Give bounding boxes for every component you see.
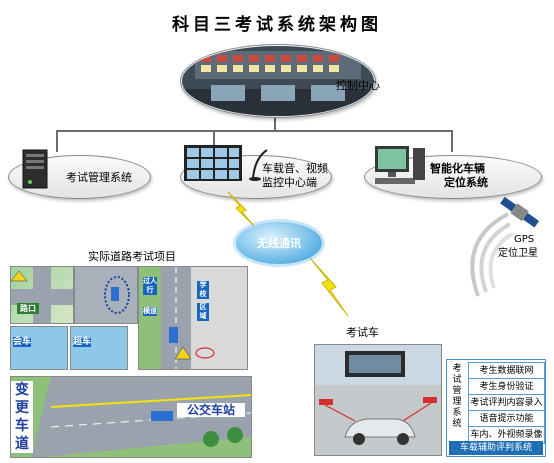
road-panel-overtake: 超车 <box>70 326 128 370</box>
lane-change-char-2: 更 <box>11 399 33 417</box>
wireless-cloud <box>236 222 322 264</box>
onboard-judging-system: 考试管理系统 考生数据联网 考生身份验证 考试评判内容录入 语音提示功能 车内、… <box>446 359 546 457</box>
system-footer-label: 车载辅助评判系统 <box>449 441 543 455</box>
intersection-sign-label: 路口 <box>17 303 39 314</box>
diagram-title: 科目三考试系统架构图 <box>172 15 382 35</box>
school-sign-label-line2: 区域 <box>197 303 209 321</box>
control-center-node <box>180 44 376 118</box>
lane-change-road <box>31 377 251 457</box>
onboard-monitoring-label-line2: 监控中心端 <box>262 176 317 189</box>
lane-change-char-1: 变 <box>11 381 33 399</box>
lightning-icon-bottom <box>309 257 349 317</box>
gps-signal-waves <box>470 212 514 297</box>
road-panel-lane-change: 变 更 车 道 公交车站 <box>10 376 252 458</box>
microphone-icon <box>249 149 268 181</box>
onboard-monitoring-node <box>180 145 332 199</box>
control-center-label: 控制中心 <box>336 79 380 92</box>
gps-label-line2: 定位卫星 <box>498 248 538 259</box>
control-room-picture <box>182 46 374 116</box>
intersection-road <box>11 267 73 323</box>
bus-stop-sign-label: 公交车站 <box>177 403 245 417</box>
road-panel-meeting: 会车 <box>10 326 68 370</box>
school-sign-label-line1: 学校 <box>197 281 209 299</box>
pedestrian-sign-label-line1: 过人行 <box>143 277 157 295</box>
server-icon <box>22 149 48 189</box>
gps-label-line1: GPS <box>514 234 535 245</box>
road-panel-intersection: 路口 <box>10 266 74 324</box>
vehicle-positioning-label-line1: 智能化车辆 <box>430 162 485 175</box>
onboard-monitoring-label-line1: 车载音、视频 <box>262 162 328 175</box>
road-test-title: 实际道路考试项目 <box>88 250 176 263</box>
lane-change-char-3: 车 <box>11 417 33 435</box>
overtake-sign-label: 超车 <box>73 337 92 347</box>
exam-management-label: 考试管理系统 <box>66 171 132 184</box>
connector-left-drop <box>56 130 58 152</box>
road-panel-school: 过人行 横道 学校 区域 <box>138 266 248 370</box>
lane-change-char-4: 道 <box>11 435 33 453</box>
wireless-label: 无线通讯 <box>257 237 301 250</box>
crossing-road <box>75 267 137 323</box>
connector-center-vertical <box>274 116 276 130</box>
computer-icon <box>375 146 425 184</box>
satellite-icon <box>500 196 540 228</box>
video-wall-icon <box>184 145 242 181</box>
pedestrian-sign-label-line2: 横道 <box>143 307 157 316</box>
road-panel-crossing <box>74 266 138 324</box>
connector-horizontal-bus <box>56 130 453 132</box>
exam-management-node <box>8 149 151 199</box>
connector-right-drop <box>451 130 453 152</box>
vehicle-positioning-label-line2: 定位系统 <box>444 176 488 189</box>
meeting-sign-label: 会车 <box>13 337 32 347</box>
vehicle-positioning-node <box>364 146 542 199</box>
exam-car-scene <box>315 345 441 455</box>
system-side-label: 考试管理系统 <box>452 364 462 429</box>
exam-car-photo <box>314 344 442 456</box>
connector-middle-drop <box>213 130 215 152</box>
exam-car-label: 考试车 <box>346 326 379 339</box>
